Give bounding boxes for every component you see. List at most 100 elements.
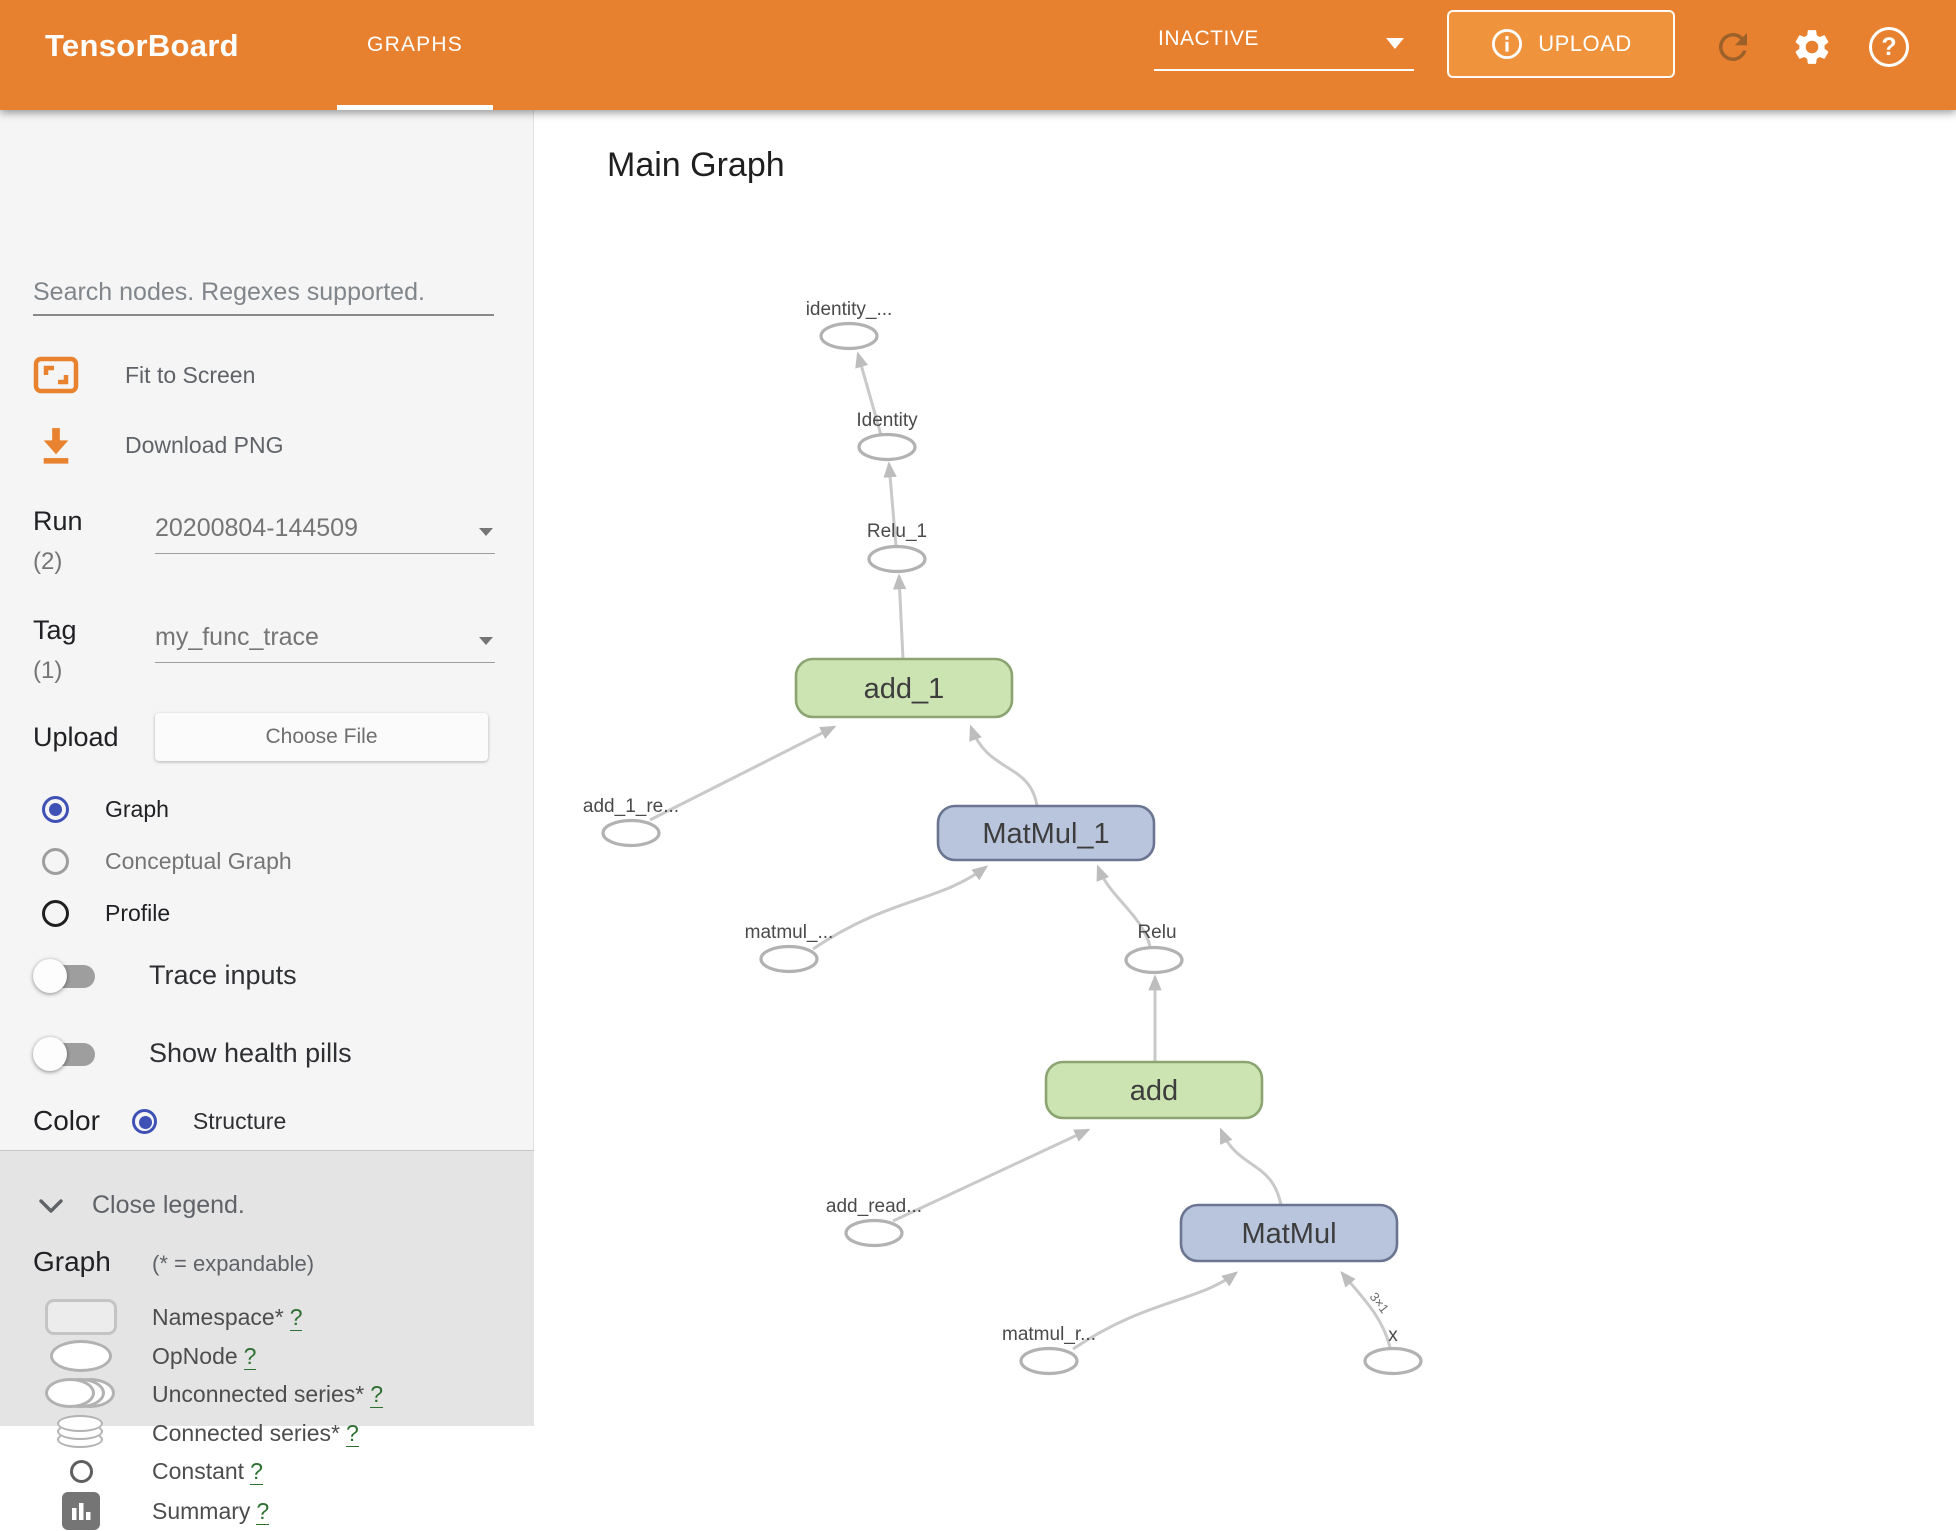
refresh-button[interactable] [1710, 24, 1756, 70]
connected-series-icon [57, 1414, 105, 1452]
svg-text:Identity: Identity [856, 410, 918, 431]
svg-text:x: x [1388, 1325, 1398, 1346]
help-link[interactable]: ? [345, 1420, 359, 1447]
tab-active-underline [337, 105, 493, 110]
edge-relu1-identity [883, 461, 898, 547]
opnode-relu1[interactable]: Relu_1 [867, 521, 927, 574]
opnode-matmul-read[interactable]: matmul_... [745, 922, 834, 974]
upload-label: Upload [33, 722, 119, 752]
edge-matmul1-add1 [969, 724, 1039, 807]
svg-text:Relu_1: Relu_1 [867, 521, 927, 542]
legend-item-namespace: Namespace*? [0, 1297, 534, 1337]
help-link[interactable]: ? [289, 1304, 303, 1331]
help-button[interactable]: ? [1866, 24, 1912, 70]
svg-text:identity_...: identity_... [806, 299, 893, 320]
svg-text:add: add [1130, 1075, 1178, 1107]
upload-button[interactable]: UPLOAD [1447, 10, 1675, 78]
help-link[interactable]: ? [250, 1458, 263, 1485]
opnode-identity-out[interactable]: identity_... [806, 299, 893, 351]
svg-text:Relu: Relu [1137, 922, 1176, 943]
svg-text:MatMul_1: MatMul_1 [982, 818, 1109, 850]
run-select[interactable]: 20200804-144509 [155, 510, 495, 554]
edge-identity-identityout [855, 351, 883, 436]
tab-graphs[interactable]: GRAPHS [337, 0, 493, 110]
legend-label: Constant [152, 1458, 245, 1484]
svg-text:add_1: add_1 [864, 673, 945, 705]
chevron-down-icon [479, 528, 493, 536]
tag-select[interactable]: my_func_trace [155, 619, 495, 663]
fit-to-screen-label: Fit to Screen [125, 361, 256, 388]
opnode-add-read[interactable]: add_read... [826, 1196, 922, 1248]
search-input[interactable] [33, 270, 494, 316]
legend-heading: Graph [33, 1246, 111, 1277]
graph-canvas[interactable]: Main Graph 3×1 identity_... Identity [534, 110, 1956, 1426]
opnode-add1-read[interactable]: add_1_re... [583, 796, 679, 848]
legend-panel: Close legend. Graph (* = expandable) Nam… [0, 1150, 534, 1530]
graph-controls-sidebar: Fit to Screen Download PNG Run (2) 20200… [0, 110, 534, 1530]
node-add[interactable]: add [1044, 1060, 1264, 1120]
opnode-x[interactable]: x [1363, 1325, 1423, 1376]
radio-unselected-icon [42, 848, 69, 875]
legend-item-opnode: OpNode? [0, 1336, 534, 1376]
legend-label: Summary [152, 1498, 251, 1524]
main-graph-title: Main Graph [607, 146, 785, 184]
svg-text:add_1_re...: add_1_re... [583, 796, 679, 817]
legend-item-connected-series: Connected series*? [0, 1413, 534, 1453]
radio-structure[interactable] [131, 1108, 157, 1134]
svg-text:matmul_...: matmul_... [745, 922, 834, 943]
svg-text:matmul_r...: matmul_r... [1002, 1324, 1096, 1345]
show-health-pills-toggle[interactable]: Show health pills [33, 1036, 352, 1071]
edge-x-matmul [1340, 1270, 1392, 1348]
edge-matmulread-matmul1 [812, 865, 989, 951]
run-count: (2) [33, 548, 63, 575]
data-mode-select[interactable]: INACTIVE [1154, 16, 1414, 71]
radio-profile[interactable]: Profile [42, 900, 170, 927]
tag-select-value: my_func_trace [155, 623, 319, 651]
edge-matmul-add [1219, 1127, 1283, 1206]
refresh-icon [1718, 32, 1747, 61]
help-link[interactable]: ? [370, 1381, 384, 1408]
radio-conceptual-graph[interactable]: Conceptual Graph [42, 848, 292, 875]
run-label: Run [33, 506, 83, 536]
download-png-button[interactable]: Download PNG [33, 422, 493, 468]
upload-button-label: UPLOAD [1538, 31, 1632, 56]
legend-label: Namespace* [152, 1304, 284, 1330]
settings-button[interactable] [1789, 24, 1835, 70]
help-link[interactable]: ? [243, 1343, 257, 1370]
radio-graph-label: Graph [105, 796, 169, 822]
dataflow-graph: 3×1 identity_... Identity Relu_1 add_1_r… [583, 299, 1423, 1376]
edge-tensor-shape-label: 3×1 [1367, 1289, 1392, 1316]
chevron-down-icon [39, 1198, 63, 1213]
node-matmul[interactable]: MatMul [1179, 1203, 1399, 1263]
color-by-row: Color Structure [33, 1105, 286, 1137]
help-link[interactable]: ? [256, 1498, 270, 1525]
node-add1[interactable]: add_1 [794, 657, 1014, 719]
edge-add1re-add1 [649, 725, 837, 822]
show-health-pills-label: Show health pills [149, 1038, 352, 1068]
edge-addread-add [892, 1128, 1091, 1223]
node-matmul1[interactable]: MatMul_1 [936, 804, 1156, 862]
color-label: Color [33, 1105, 100, 1136]
unconnected-series-icon [45, 1378, 117, 1410]
info-icon [1492, 28, 1523, 60]
trace-inputs-toggle[interactable]: Trace inputs [33, 958, 297, 993]
choose-file-button[interactable]: Choose File [155, 713, 488, 761]
download-icon [43, 428, 69, 464]
color-structure-label: Structure [192, 1107, 287, 1134]
legend-item-summary: Summary? [0, 1491, 534, 1531]
radio-selected-icon [42, 796, 69, 823]
tab-graphs-label: GRAPHS [367, 33, 463, 56]
gear-icon [1795, 30, 1829, 64]
close-legend-button[interactable]: Close legend. [38, 1191, 245, 1220]
toggle-off-icon [33, 958, 99, 993]
fit-to-screen-button[interactable]: Fit to Screen [33, 352, 493, 398]
close-legend-label: Close legend. [92, 1191, 245, 1219]
opnode-relu[interactable]: Relu [1124, 922, 1184, 975]
help-icon: ? [1869, 27, 1909, 67]
summary-icon [62, 1492, 100, 1530]
chevron-down-icon [1386, 38, 1404, 49]
opnode-matmul-r[interactable]: matmul_r... [1002, 1324, 1096, 1376]
opnode-identity[interactable]: Identity [856, 410, 918, 462]
fit-to-screen-icon [33, 356, 79, 394]
radio-graph[interactable]: Graph [42, 796, 169, 823]
